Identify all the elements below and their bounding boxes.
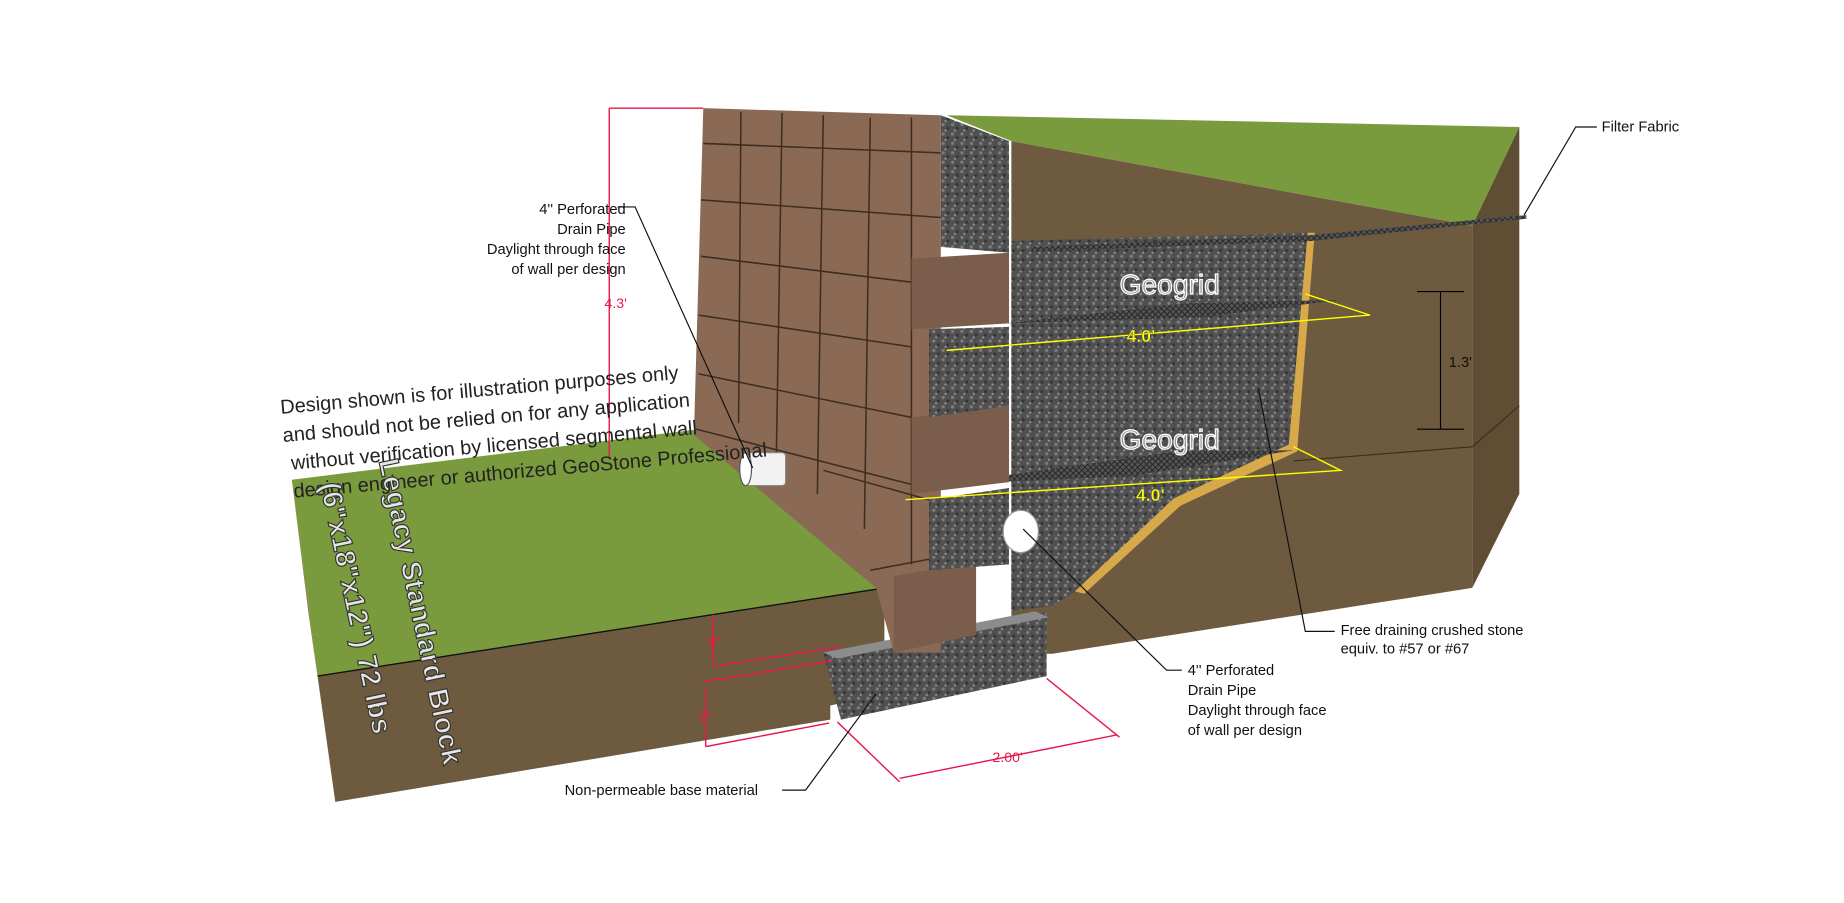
geogrid-upper	[1005, 299, 1341, 324]
gravel-backfill	[1011, 232, 1308, 612]
label-line: Free draining crushed stone	[1341, 623, 1524, 639]
drain-pipe-section	[1002, 509, 1039, 554]
label-line: Drain Pipe	[557, 222, 626, 238]
geogrid-spacing-dimension: 1.3'	[1449, 355, 1472, 371]
block-wall	[693, 108, 1010, 653]
geogrid-lower	[940, 450, 1294, 485]
front-grade	[291, 429, 885, 802]
drain-pipe-outlet	[739, 452, 787, 487]
label-line: of wall per design	[1188, 723, 1302, 739]
leader-lines	[617, 126, 1597, 791]
spacing-dimension	[1417, 291, 1465, 430]
geogrid-length-upper: 4.0'	[1127, 326, 1156, 346]
geogrid-length-lower: 4.0'	[1136, 485, 1165, 505]
label-line: Daylight through face	[487, 242, 626, 258]
bottom-drain-label: 4'' Perforated Drain Pipe Daylight throu…	[1188, 663, 1327, 739]
top-grass	[946, 115, 1520, 226]
label-line: of wall per design	[511, 262, 625, 278]
base-material-label: Non-permeable base material	[565, 783, 758, 799]
front-grass	[291, 429, 885, 677]
top-drain-label: 4'' Perforated Drain Pipe Daylight throu…	[487, 202, 626, 278]
retained-soil-side	[1472, 126, 1520, 588]
base-width-dimension: 2.00'	[993, 749, 1023, 765]
label-line: Daylight through face	[1188, 703, 1327, 719]
label-line: 4'' Perforated	[539, 202, 625, 218]
wall-height-dimension: 4.3'	[605, 295, 627, 311]
geogrid-top	[1032, 215, 1527, 252]
label-line: 4'' Perforated	[1188, 663, 1274, 679]
filter-fabric-label: Filter Fabric	[1602, 120, 1680, 136]
retained-soil	[940, 115, 1527, 654]
embedment-dimension: 6"	[708, 634, 721, 650]
crushed-stone-label: Free draining crushed stone equiv. to #5…	[1341, 623, 1524, 658]
front-soil	[317, 587, 885, 802]
label-line: Drain Pipe	[1188, 683, 1257, 699]
label-line: equiv. to #57 or #67	[1341, 642, 1470, 658]
dimension-lines	[608, 107, 1120, 783]
geogrid-length-lines	[905, 293, 1371, 501]
geogrid-upper-label: Geogrid	[1120, 268, 1220, 300]
geogrid-lower-label: Geogrid	[1120, 423, 1220, 455]
base-thickness-dimension: 6"	[699, 709, 712, 725]
